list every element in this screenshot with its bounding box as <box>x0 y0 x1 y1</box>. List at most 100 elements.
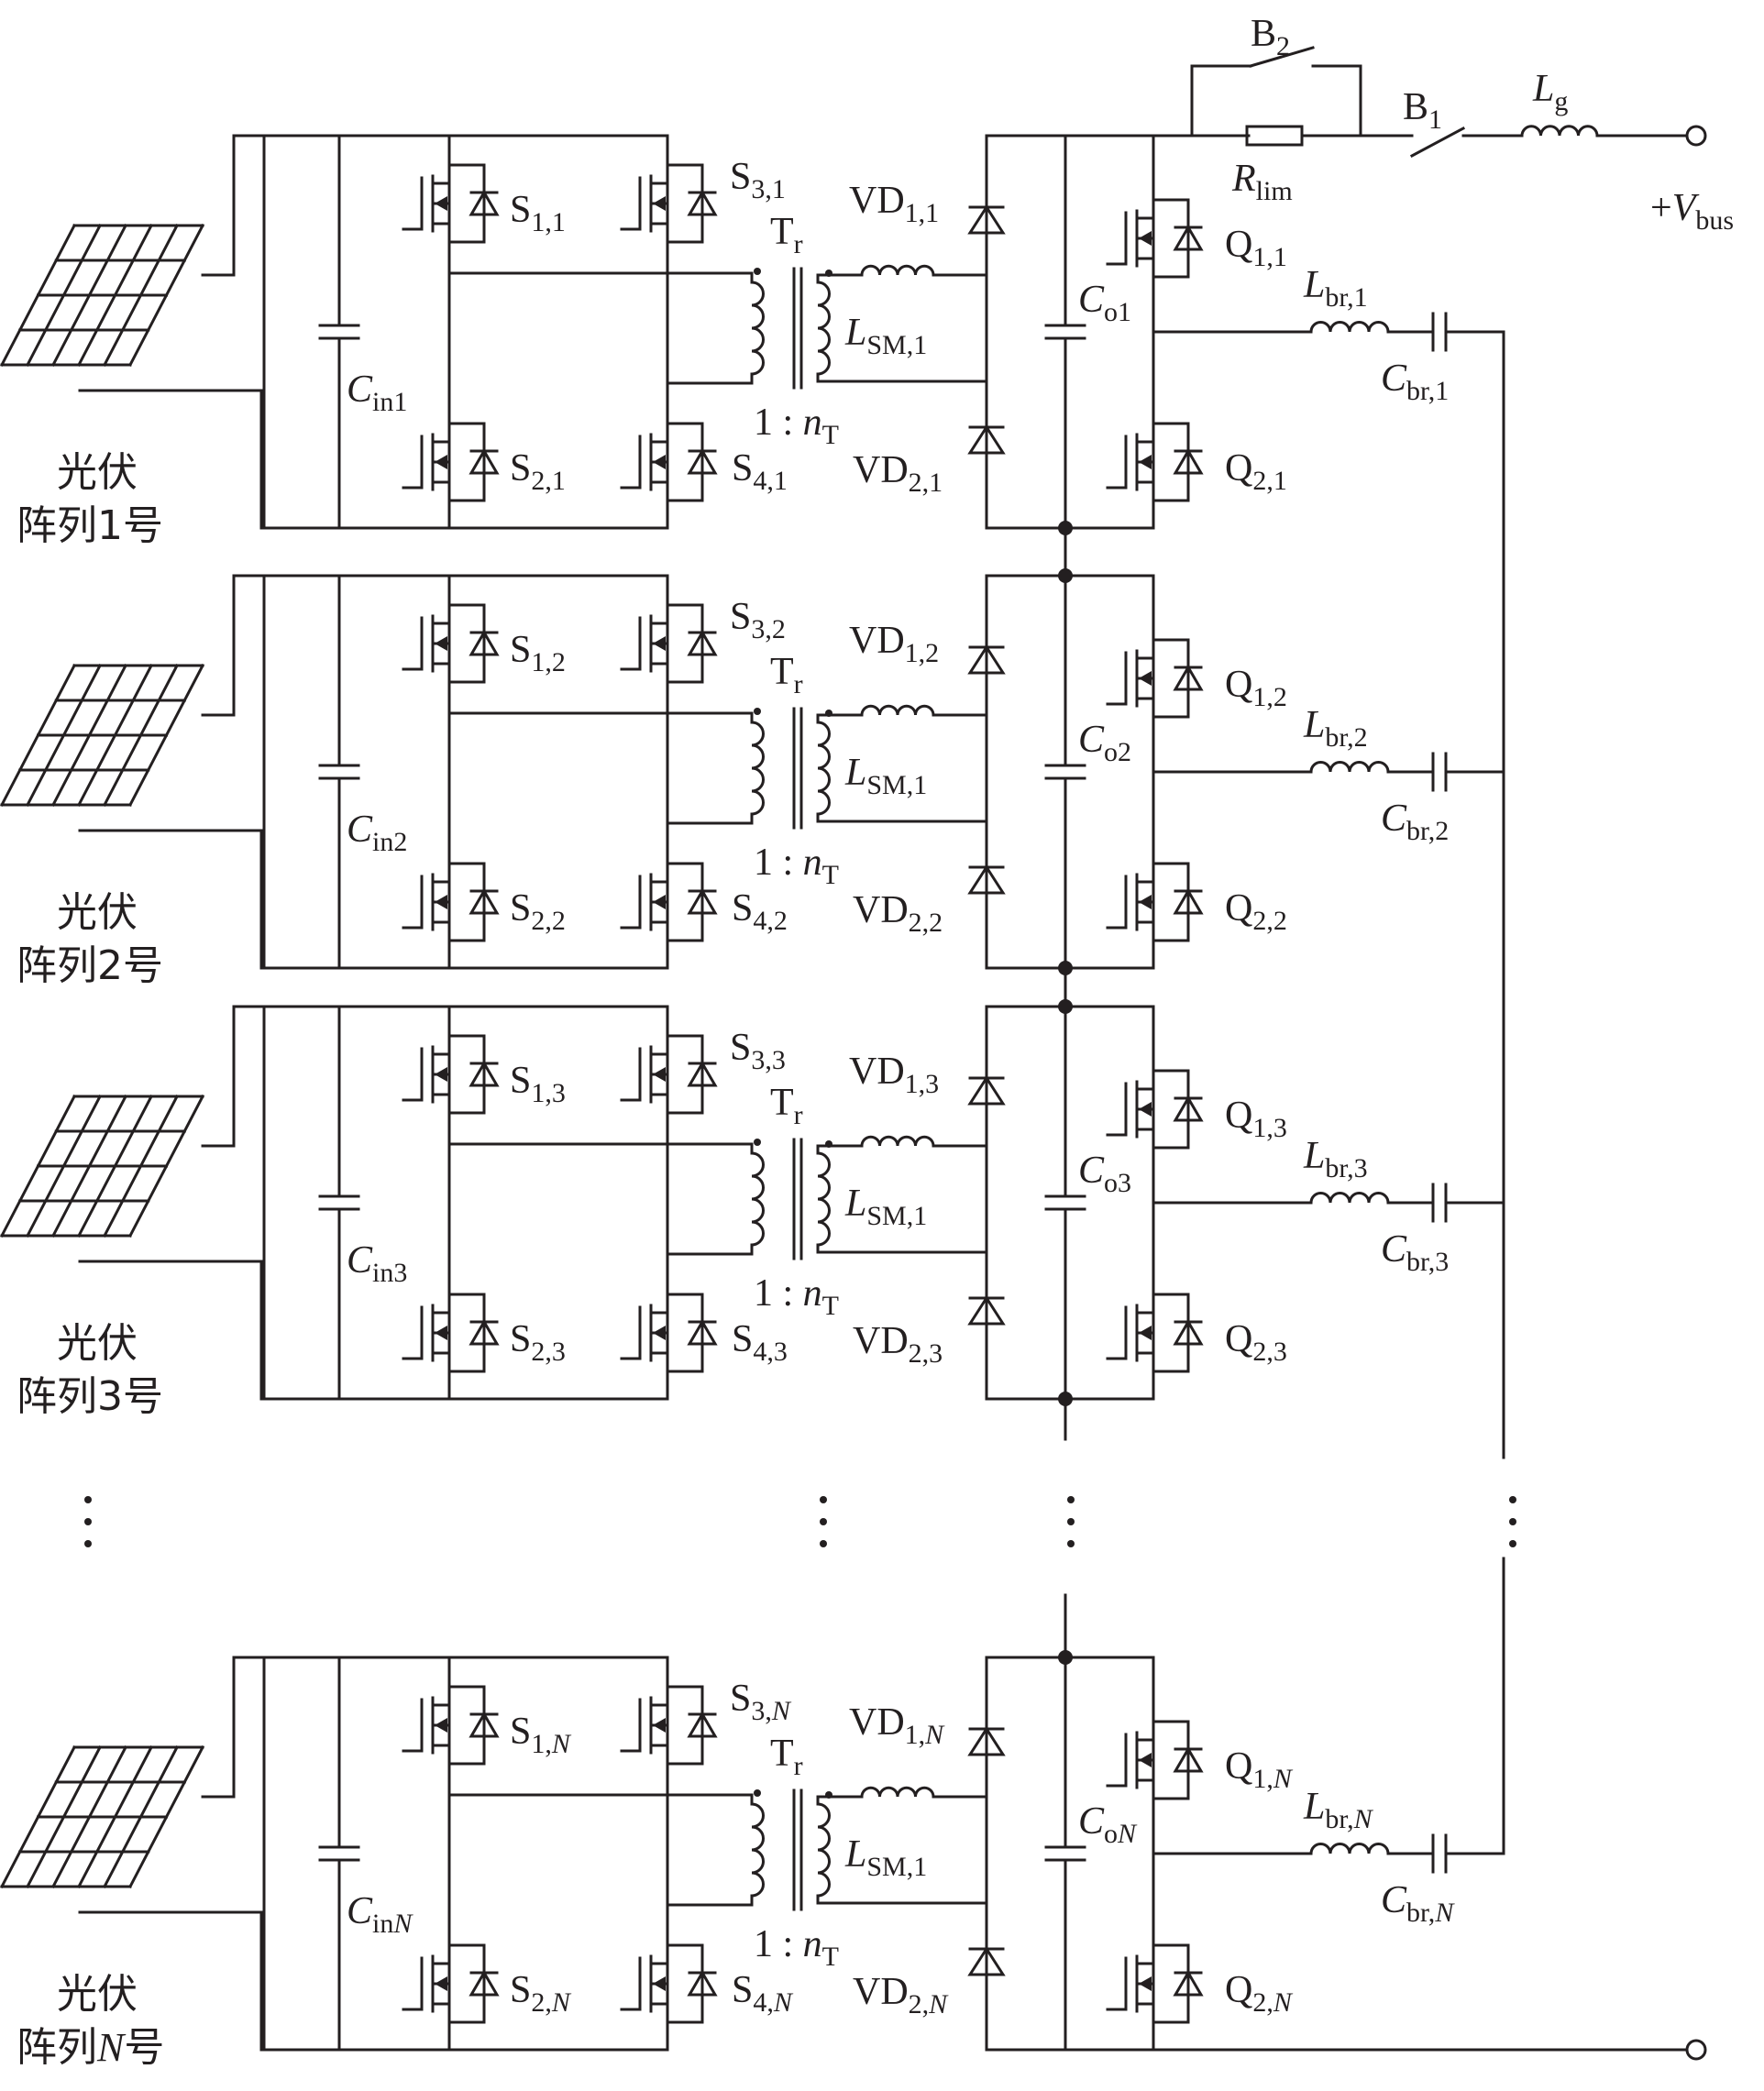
diode-vd2-3 <box>967 1295 1006 1326</box>
drain-lead <box>431 1685 451 1707</box>
ellipsis-dot <box>84 1518 92 1525</box>
label-cin: Cin2 <box>347 809 407 857</box>
diode-icon <box>687 1319 718 1346</box>
diode-icon <box>687 1970 718 1997</box>
pv-grid-line <box>0 663 77 808</box>
diode-branch <box>1152 422 1190 502</box>
ellipsis-1 <box>84 1496 92 1547</box>
drain-lead <box>1135 1293 1155 1315</box>
ellipsis-dot <box>1509 1540 1516 1547</box>
pv-label-line2: 阵列2号 <box>17 942 163 989</box>
source-lead <box>431 1093 451 1115</box>
label-co: Co1 <box>1078 279 1131 327</box>
source-lead <box>649 2002 669 2024</box>
label-transformer: Tr <box>770 1082 803 1130</box>
drain-lead <box>431 603 451 625</box>
wire <box>666 812 754 825</box>
output-capacitor-2 <box>1044 764 1086 780</box>
input-capacitor-2 <box>318 764 360 780</box>
diode-icon <box>469 448 500 475</box>
diode-branch <box>666 422 704 502</box>
polarity-dot <box>754 708 761 715</box>
junction-dot <box>1058 999 1073 1014</box>
drain-lead <box>431 1034 451 1056</box>
diode-icon <box>1173 665 1204 691</box>
converter-module-3 <box>792 1138 803 1260</box>
wire <box>666 271 754 284</box>
switch-s4-1 <box>620 422 718 502</box>
diode-branch <box>447 1293 486 1373</box>
source-lead <box>431 1744 451 1766</box>
drain-lead <box>1135 1720 1155 1742</box>
label-s2: S2,1 <box>510 447 566 496</box>
drain-lead <box>649 1293 669 1315</box>
label-cbr: Cbr,3 <box>1381 1228 1449 1277</box>
label-s4: S4,N <box>732 1969 794 2018</box>
drain-lead <box>1135 422 1155 444</box>
source-lead <box>1135 920 1155 942</box>
pv-grid-line <box>102 1744 180 1889</box>
label-turns-ratio: 1 : nT <box>754 1923 839 1972</box>
polarity-dot <box>754 1789 761 1797</box>
wire <box>78 1910 263 2052</box>
switch-s1-2 <box>402 603 500 684</box>
diode-branch <box>447 1034 486 1115</box>
ellipsis-dot <box>84 1540 92 1547</box>
wire <box>201 1005 266 1148</box>
switch-s2-4 <box>402 1943 500 2024</box>
drain-lead <box>431 1943 451 1965</box>
source-lead <box>431 920 451 942</box>
diode-icon <box>1173 1095 1204 1122</box>
label-turns-ratio: 1 : nT <box>754 1272 839 1321</box>
diode-branch <box>666 1943 704 2024</box>
source-lead <box>431 222 451 244</box>
label-lbr: Lbr,N <box>1303 1786 1374 1834</box>
label-turns-ratio: 1 : nT <box>754 402 839 450</box>
label-q2: Q2,N <box>1225 1969 1294 2018</box>
diode-icon <box>687 1061 718 1087</box>
pv-grid-line <box>102 1094 180 1238</box>
source-lead <box>649 1744 669 1766</box>
polarity-dot <box>825 270 832 277</box>
diode-icon <box>967 1726 1006 1756</box>
label-s3: S3,1 <box>730 156 786 204</box>
pv-grid-line <box>127 1094 205 1238</box>
cap-gap <box>1044 765 1086 779</box>
bridge-capacitor-4 <box>1431 1833 1448 1874</box>
diode-icon <box>1173 1746 1204 1773</box>
diode-icon <box>967 1946 1006 1976</box>
label-b1: B1 <box>1403 86 1442 135</box>
polarity-dot <box>754 1139 761 1146</box>
bridge-inductor-2 <box>1309 761 1390 774</box>
diode-icon <box>687 190 718 216</box>
limit-resistor <box>1245 125 1304 147</box>
diode-icon <box>1173 1319 1204 1346</box>
label-rlim: Rlim <box>1231 158 1293 206</box>
arrow-icon <box>435 636 447 651</box>
switch-b2-blade <box>1249 46 1315 68</box>
diode-branch <box>1152 1069 1190 1150</box>
source-lead <box>649 662 669 684</box>
arrow-icon <box>1139 895 1152 909</box>
pv-grid-line <box>76 1094 154 1238</box>
label-q1: Q1,1 <box>1225 224 1287 272</box>
diode-vd2-4 <box>967 1946 1006 1976</box>
diode-branch <box>666 1034 704 1115</box>
switch-s3-4 <box>620 1685 718 1766</box>
diode-branch <box>666 603 704 684</box>
diode-icon <box>469 888 500 915</box>
wire <box>666 1793 754 1806</box>
drain-lead <box>1135 638 1155 660</box>
switch-s1-4 <box>402 1685 500 1766</box>
label-vd2: VD2,3 <box>853 1320 943 1369</box>
arrow-icon <box>653 1718 666 1733</box>
label-co: Co2 <box>1078 719 1131 767</box>
label-vd1: VD1,3 <box>849 1051 939 1099</box>
label-s3: S3,3 <box>730 1027 786 1075</box>
leakage-inductor-2 <box>860 704 935 717</box>
labels: 光伏阵列1号Cin1S1,1S2,1S3,1S4,1VD1,1VD2,1Co1Q… <box>17 13 1734 2071</box>
bridge-inductor-3 <box>1309 1192 1390 1205</box>
drain-lead <box>649 603 669 625</box>
components <box>0 125 1707 2061</box>
leakage-inductor-3 <box>860 1135 935 1148</box>
